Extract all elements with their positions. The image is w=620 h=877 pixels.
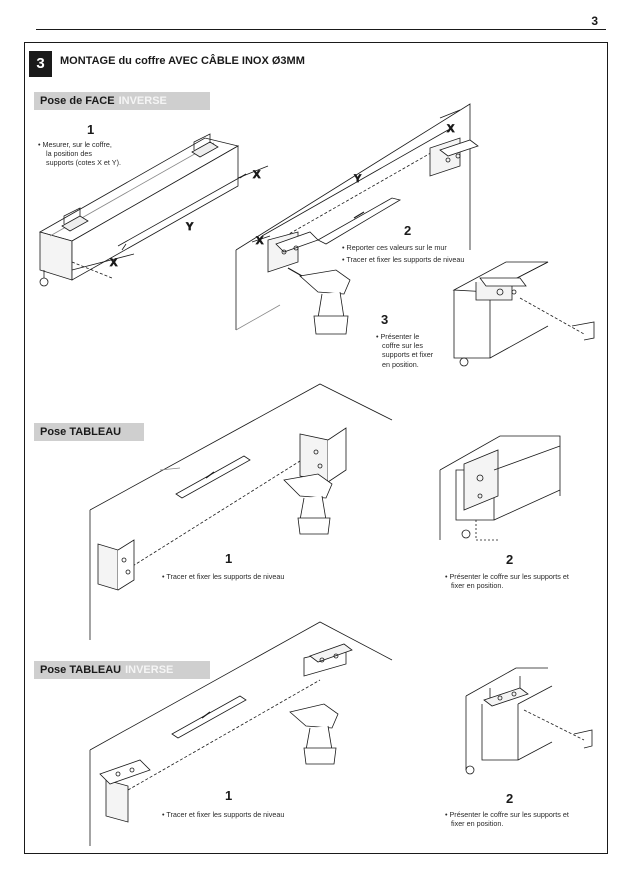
dim-x-label-coffre-right: X	[253, 169, 261, 181]
face-step-3-text: • Présenter le coffre sur les supports e…	[376, 332, 433, 369]
face-step-1-line: • Mesurer, sur le coffre,	[38, 140, 112, 149]
tableau-inv-step-1-number: 1	[225, 788, 233, 803]
pose-tableau-inv-label-main: Pose TABLEAU	[40, 664, 122, 676]
face-step-3-line: • Présenter le	[376, 332, 420, 341]
face-inverse-coffre-drawing	[40, 134, 268, 286]
tableau-mounted-detail	[440, 436, 560, 540]
tableau-step-2-line: • Présenter le coffre sur les supports e…	[445, 572, 569, 581]
tableau-inv-step-2-line: • Présenter le coffre sur les supports e…	[445, 810, 569, 819]
tableau-inverse-wall-drawing	[90, 622, 392, 846]
dim-y-label-coffre: Y	[186, 221, 194, 233]
page-number: 3	[591, 14, 598, 28]
dim-x-label-coffre-left: X	[110, 257, 118, 269]
tableau-wall-drawing	[90, 384, 392, 640]
dim-x-label-wall-right: X	[447, 123, 455, 135]
tableau-step-1-number: 1	[225, 551, 233, 566]
tableau-inverse-mounted-detail	[466, 668, 592, 774]
section-title: MONTAGE du coffre AVEC CÂBLE INOX Ø3MM	[60, 55, 305, 67]
pose-face-label-main: Pose de FACE	[40, 95, 115, 107]
tableau-inv-step-2-line: fixer en position.	[451, 819, 504, 829]
page-frame	[24, 42, 608, 854]
face-step-2-line: • Reporter ces valeurs sur le mur	[342, 243, 447, 252]
face-step-1-line: supports (cotes X et Y).	[46, 158, 121, 168]
dim-y-label-wall: Y	[354, 173, 362, 185]
pose-tableau-inv-label-inverse: INVERSE	[125, 664, 174, 676]
face-step-2-line: • Tracer et fixer les supports de niveau	[342, 255, 465, 265]
face-inverse-wall-drawing	[236, 104, 478, 334]
tableau-inv-step-2-number: 2	[506, 791, 514, 806]
header-rule	[36, 29, 606, 30]
face-step-3-line: en position.	[382, 359, 419, 369]
face-inverse-mounted-detail	[454, 262, 594, 366]
face-step-3-line: supports et fixer	[382, 350, 434, 360]
tableau-step-2-line: fixer en position.	[451, 581, 504, 591]
face-step-2-number: 2	[404, 223, 412, 238]
section-number-badge: 3	[29, 51, 52, 77]
face-step-1-number: 1	[87, 122, 95, 137]
dim-x-label-wall-left: X	[256, 235, 264, 247]
tableau-step-2-text: • Présenter le coffre sur les supports e…	[445, 572, 569, 590]
tableau-inv-step-2-text: • Présenter le coffre sur les supports e…	[445, 810, 569, 828]
face-step-3-number: 3	[381, 312, 389, 327]
face-step-1-line: la position des	[46, 149, 92, 159]
face-step-2-text: • Reporter ces valeurs sur le mur • Trac…	[342, 243, 464, 264]
face-step-1-text: • Mesurer, sur le coffre, la position de…	[38, 140, 121, 168]
pose-tableau-label: Pose TABLEAU	[34, 423, 144, 441]
pose-face-label-inverse: INVERSE	[118, 95, 167, 107]
face-step-3-line: coffre sur les	[382, 341, 424, 351]
tableau-inv-step-1-text: • Tracer et fixer les supports de niveau	[162, 810, 285, 819]
pose-tableau-label-main: Pose TABLEAU	[40, 426, 122, 438]
tableau-step-2-number: 2	[506, 552, 514, 567]
tableau-step-1-text: • Tracer et fixer les supports de niveau	[162, 572, 285, 581]
